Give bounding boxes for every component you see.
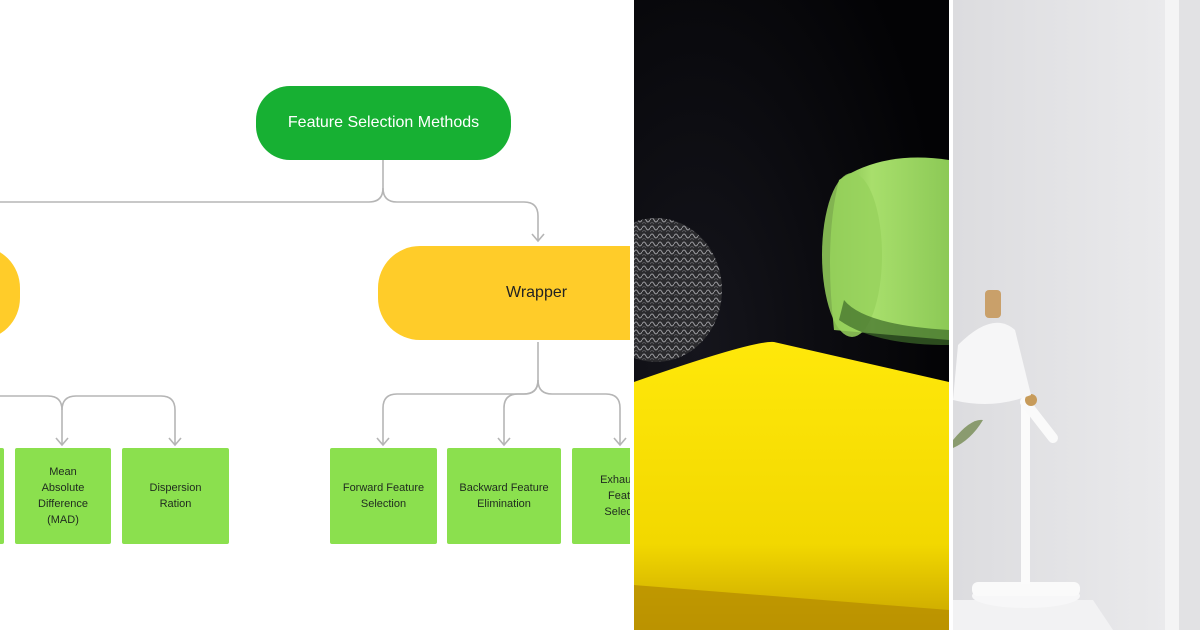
lamp-shade: [953, 322, 1031, 404]
yellow-sponge: [634, 341, 949, 630]
leaf-node: [0, 448, 4, 544]
leaf-node-exhaustive: Exhaustive Feature Selection: [572, 448, 630, 544]
lamp-arm: [1020, 397, 1058, 443]
connector-arrowhead: [497, 437, 511, 447]
filter-branch-node: [0, 246, 20, 340]
connector-arrowhead: [55, 437, 69, 447]
wrapper-branch-label: Wrapper: [506, 284, 568, 301]
connector-arrowhead: [613, 437, 627, 447]
white-desk-lamp-photo: [953, 0, 1200, 630]
leaf-label-backward: Backward Feature Elimination: [459, 482, 549, 510]
diagram-panel: Feature Selection Methods Wrapper Mean A…: [0, 86, 630, 544]
wrapper-branch-node: Wrapper: [378, 246, 630, 340]
lamp-photo-illustration: [953, 0, 1200, 630]
leaf-label-exhaustive: Exhaustive Feature Selection: [600, 474, 630, 518]
root-label: Feature Selection Methods: [287, 114, 480, 131]
connector-left-bar: [0, 395, 63, 444]
leaf-node-mad: Mean Absolute Difference (MAD): [15, 448, 111, 544]
leaf-node-backward: Backward Feature Elimination: [447, 448, 561, 544]
sponge-and-scrubber-photo: [634, 0, 949, 630]
connector-left-bar-2: [61, 395, 176, 444]
table-top: [953, 600, 1113, 630]
root-node: Feature Selection Methods: [256, 86, 511, 160]
steel-wool-scrubber: [634, 218, 722, 362]
connector-wrapper-right: [537, 379, 621, 444]
connector-root-stem: [0, 160, 384, 203]
leaf-label-mad: Mean Absolute Difference (MAD): [38, 466, 88, 526]
leaf-label-forward: Forward Feature Selection: [342, 482, 425, 510]
connector-arrowhead: [376, 437, 390, 447]
connector-root-right: [382, 187, 539, 240]
panel-gap: [949, 0, 953, 630]
connector-wrapper-stem: [382, 342, 539, 444]
lamp-shade-cap: [985, 290, 1001, 318]
lamp-stem: [1021, 400, 1030, 584]
connector-arrowhead: [168, 437, 182, 447]
leaf-node-dispersion: Dispersion Ration: [122, 448, 229, 544]
panel-gap: [630, 0, 634, 630]
connector-wrapper-mid: [503, 379, 539, 444]
sponge-photo-illustration: [634, 0, 949, 630]
door-frame: [1165, 0, 1179, 630]
plant-leaf: [953, 419, 983, 448]
connector-arrowhead: [531, 233, 545, 243]
leaf-node-forward: Forward Feature Selection: [330, 448, 437, 544]
leaf-label-dispersion: Dispersion Ration: [149, 482, 202, 510]
diagram-connectors: [0, 160, 627, 447]
